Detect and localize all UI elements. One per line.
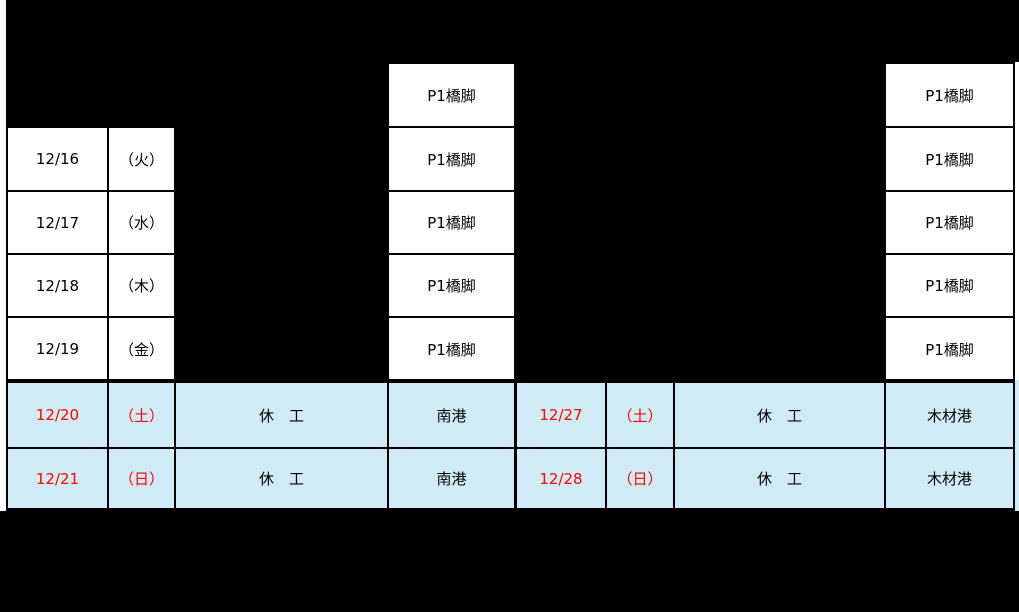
site-cell: P1橋脚 <box>387 253 516 318</box>
date-cell: 12/17 <box>6 190 109 255</box>
status-cell: 休 工 <box>673 379 886 449</box>
date-cell: 12/20 <box>6 379 109 449</box>
day-cell: （金） <box>107 316 176 382</box>
site-cell: P1橋脚 <box>884 253 1015 318</box>
day-cell: （火） <box>107 126 176 192</box>
day-cell: （日） <box>107 447 176 511</box>
date-cell: 12/21 <box>6 447 109 511</box>
day-cell: （木） <box>107 253 176 318</box>
date-cell: 12/27 <box>515 379 607 449</box>
site-cell: P1橋脚 <box>387 316 516 382</box>
date-cell: 12/28 <box>515 447 607 511</box>
day-cell: （水） <box>107 190 176 255</box>
day-cell: （土） <box>605 379 675 449</box>
day-cell: （日） <box>605 447 675 511</box>
site-cell: 南港 <box>387 447 516 511</box>
status-cell: 休 工 <box>174 447 389 511</box>
date-cell: 12/19 <box>6 316 109 382</box>
page-edge-right-weekend <box>1015 380 1019 511</box>
day-cell: （土） <box>107 379 176 449</box>
date-cell: 12/18 <box>6 253 109 318</box>
site-cell: P1橋脚 <box>884 190 1015 255</box>
page-edge-right <box>1015 62 1019 380</box>
date-cell: 12/16 <box>6 126 109 192</box>
site-cell: 木材港 <box>884 447 1015 511</box>
site-cell: P1橋脚 <box>884 126 1015 192</box>
site-cell: P1橋脚 <box>884 62 1015 128</box>
site-cell: P1橋脚 <box>387 62 516 128</box>
status-cell: 休 工 <box>673 447 886 511</box>
page-edge-left <box>0 0 6 511</box>
site-cell: P1橋脚 <box>387 126 516 192</box>
site-cell: P1橋脚 <box>884 316 1015 382</box>
site-cell: 木材港 <box>884 379 1015 449</box>
site-cell: 南港 <box>387 379 516 449</box>
site-cell: P1橋脚 <box>387 190 516 255</box>
status-cell: 休 工 <box>174 379 389 449</box>
